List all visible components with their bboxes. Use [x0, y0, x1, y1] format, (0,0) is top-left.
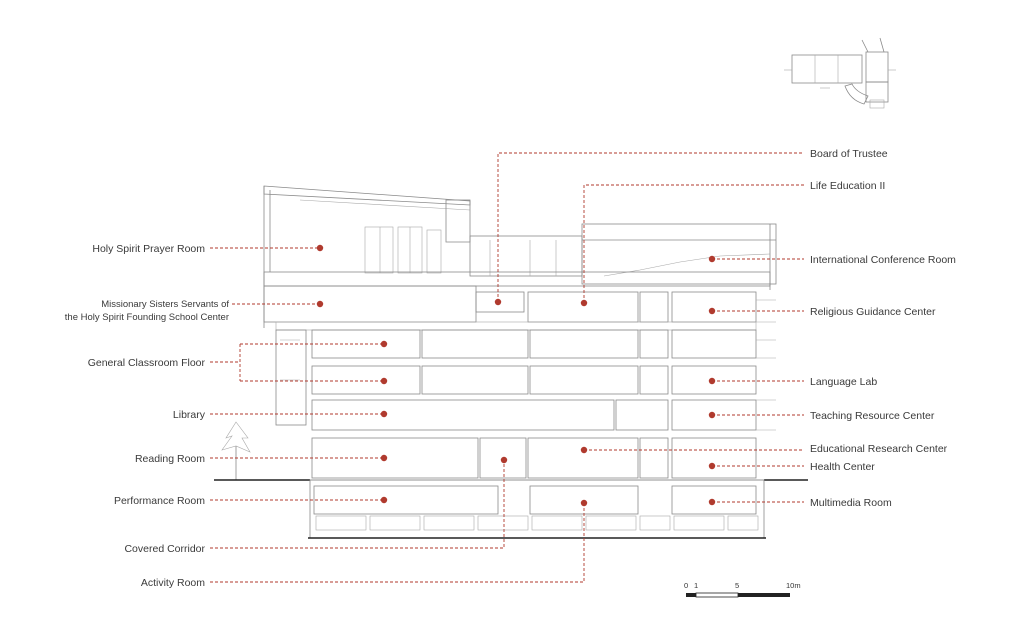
label-language-lab: Language Lab: [810, 376, 877, 388]
label-health-center: Health Center: [810, 461, 875, 473]
label-library: Library: [173, 409, 206, 421]
room-markers: [316, 244, 716, 507]
scale-bar: 0 1 5 10m: [684, 581, 801, 598]
label-reading-room: Reading Room: [135, 453, 205, 465]
label-religious-guidance-center: Religious Guidance Center: [810, 306, 936, 318]
tree-figure: [221, 421, 251, 480]
label-holy-spirit-prayer-room: Holy Spirit Prayer Room: [92, 243, 205, 255]
label-board-of-trustee: Board of Trustee: [810, 148, 888, 160]
label-teaching-resource-center: Teaching Resource Center: [810, 410, 935, 422]
label-performance-room: Performance Room: [114, 495, 205, 507]
label-missionary-line1: Missionary Sisters Servants of: [101, 299, 229, 310]
label-educational-research-center: Educational Research Center: [810, 443, 948, 455]
label-life-education-ii: Life Education II: [810, 180, 885, 192]
label-missionary-line2: the Holy Spirit Founding School Center: [65, 312, 229, 323]
label-general-classroom-floor: General Classroom Floor: [88, 357, 206, 369]
building-section: [214, 185, 808, 539]
scale-tick-1: 1: [694, 581, 698, 590]
scale-tick-0: 0: [684, 581, 688, 590]
basement-cells: [315, 515, 759, 531]
leaders-left: [210, 152, 804, 583]
key-plan: [784, 37, 896, 109]
label-activity-room: Activity Room: [141, 577, 205, 589]
label-covered-corridor: Covered Corridor: [124, 543, 205, 555]
leaders-right: [584, 258, 804, 503]
label-multimedia-room: Multimedia Room: [810, 497, 892, 509]
scale-tick-5: 5: [735, 581, 739, 590]
scale-tick-10m: 10m: [786, 581, 801, 590]
label-international-conference-room: International Conference Room: [810, 254, 956, 266]
